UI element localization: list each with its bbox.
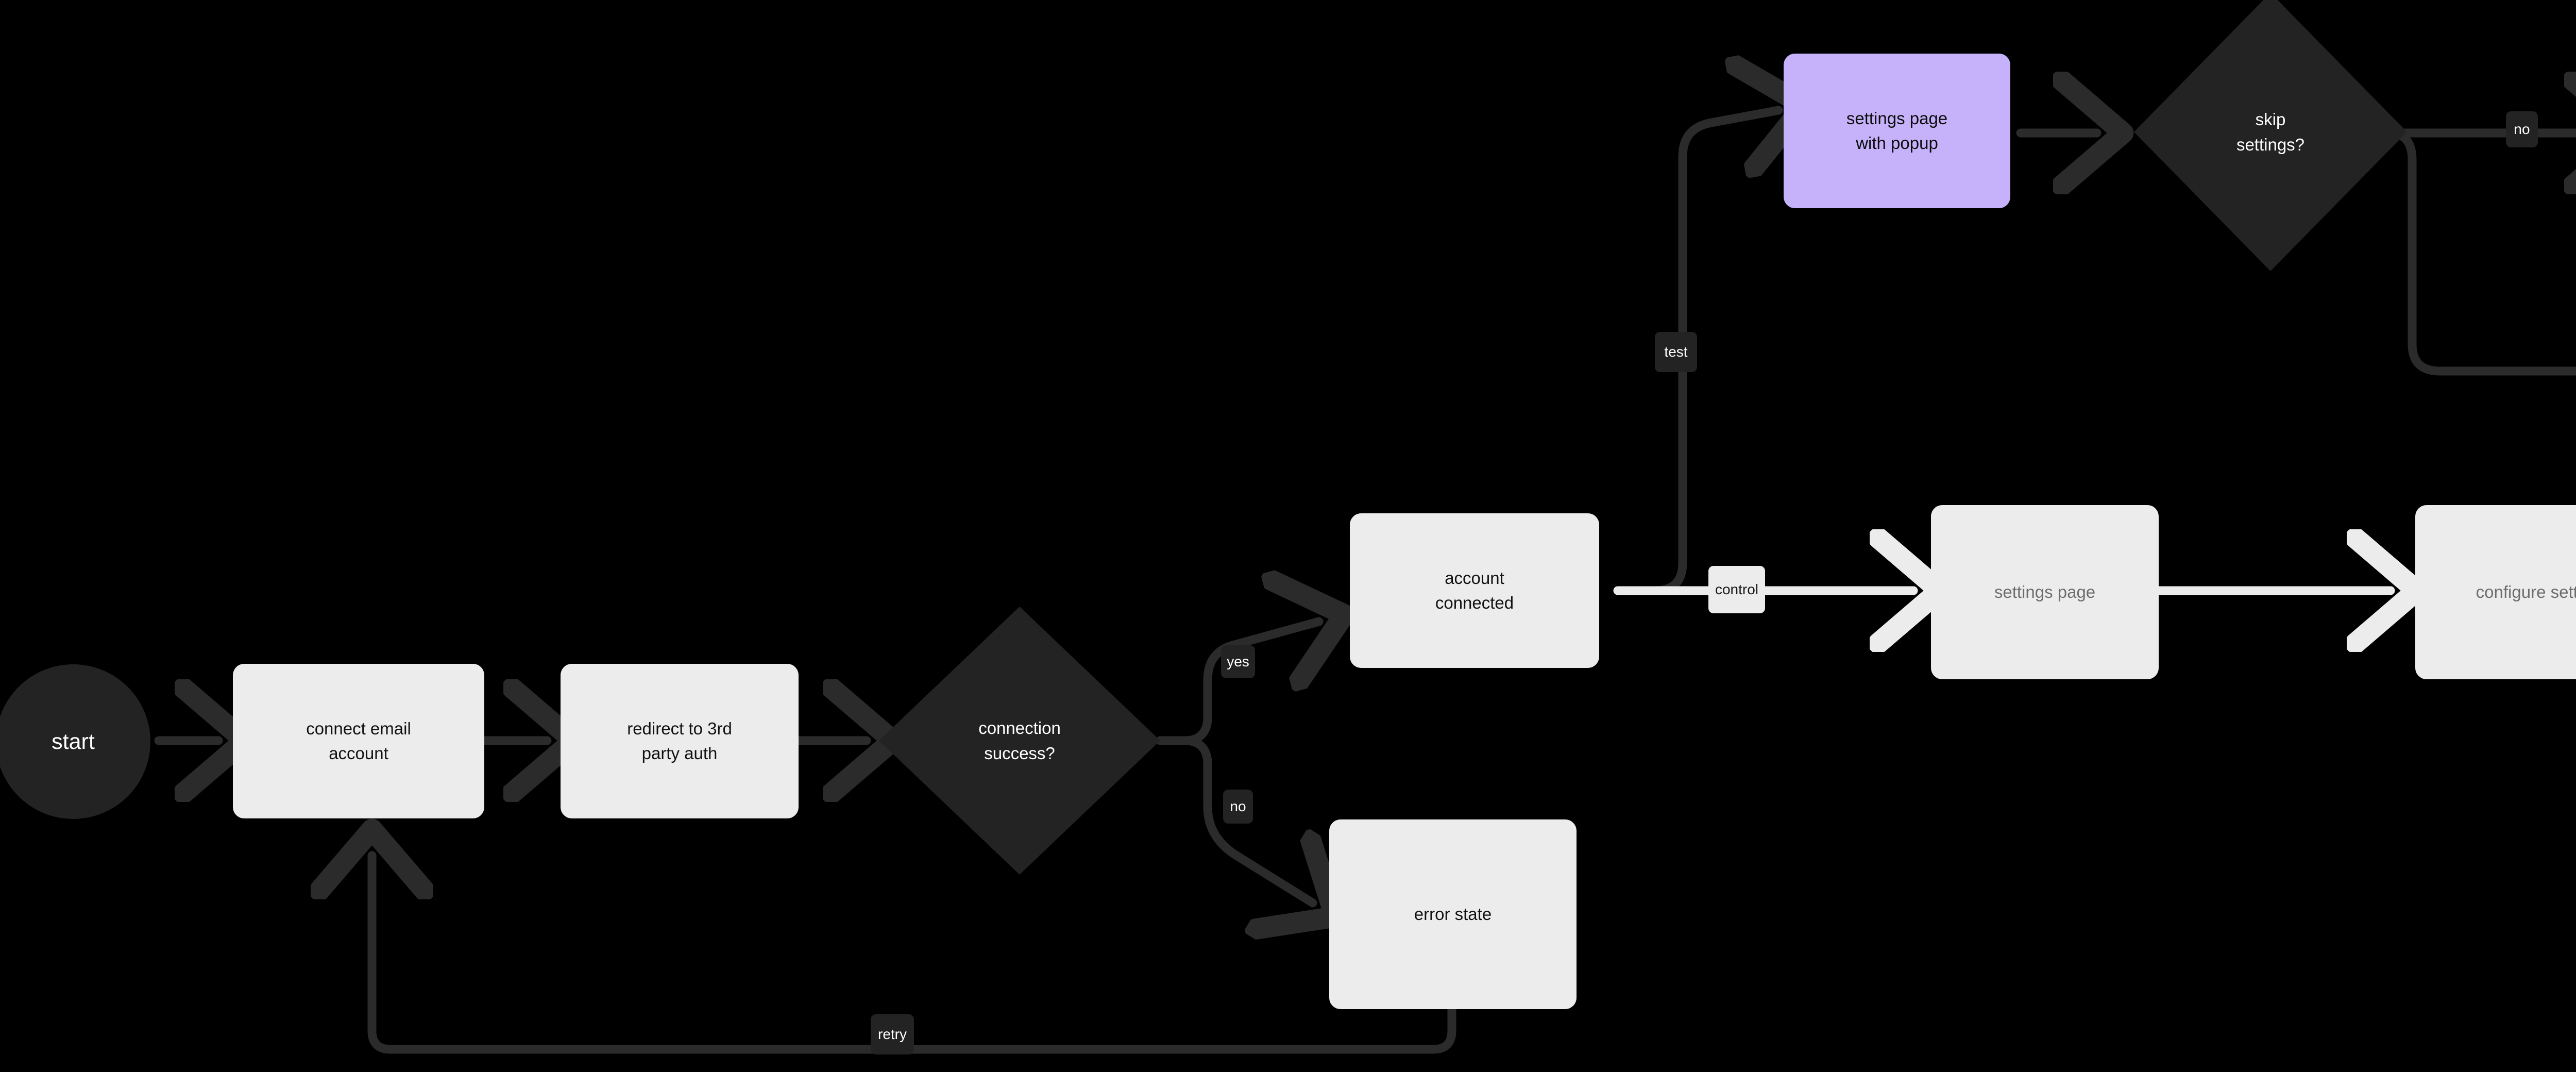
node-account-connected[interactable]: account connected — [1350, 513, 1599, 668]
node-connection-success[interactable]: connection success? — [879, 607, 1160, 875]
node-settings-page-dim-label: settings page — [1994, 582, 2096, 602]
edge-label-no-skip-text: no — [2514, 121, 2530, 137]
node-configure-settings-dim-label: configure settings — [2476, 582, 2576, 602]
edge-label-control-text: control — [1715, 581, 1759, 597]
edge-label-control: control — [1708, 566, 1765, 613]
node-redirect-auth-label: redirect to 3rd party auth — [627, 719, 732, 763]
node-configure-settings-dim[interactable]: configure settings — [2415, 505, 2576, 679]
edge-connection-yes — [1156, 622, 1319, 745]
node-account-connected-label: account connected — [1435, 568, 1514, 612]
edge-test-branch — [1613, 110, 1778, 595]
edge-label-no-connection-text: no — [1230, 798, 1246, 814]
node-skip-settings[interactable]: skip settings? — [2134, 0, 2407, 271]
node-settings-page-with-popup[interactable]: settings page with popup — [1784, 54, 2010, 208]
node-redirect-auth[interactable]: redirect to 3rd party auth — [561, 664, 799, 818]
node-start-label: start — [52, 729, 95, 754]
node-skip-settings-label: skip settings? — [2236, 109, 2305, 155]
node-settings-page-with-popup-label: settings page with popup — [1846, 109, 1948, 153]
edge-label-yes-connection-text: yes — [1227, 654, 1249, 669]
edge-label-retry-text: retry — [878, 1026, 907, 1042]
node-error-state[interactable]: error state — [1329, 819, 1577, 1009]
node-connection-success-label: connection success? — [978, 718, 1061, 763]
node-error-state-label: error state — [1414, 904, 1492, 924]
edge-label-test: test — [1655, 332, 1697, 372]
edge-label-test-text: test — [1664, 344, 1688, 360]
edge-label-yes-connection: yes — [1221, 645, 1255, 678]
node-connect-email-account-label: connect email account — [306, 719, 411, 763]
node-connect-email-account[interactable]: connect email account — [233, 664, 484, 818]
edge-label-no-connection: no — [1223, 790, 1253, 824]
edge-label-retry: retry — [871, 1014, 914, 1054]
node-start[interactable]: start — [0, 664, 150, 819]
node-settings-page-dim[interactable]: settings page — [1931, 505, 2159, 679]
edge-label-no-skip: no — [2506, 111, 2538, 147]
